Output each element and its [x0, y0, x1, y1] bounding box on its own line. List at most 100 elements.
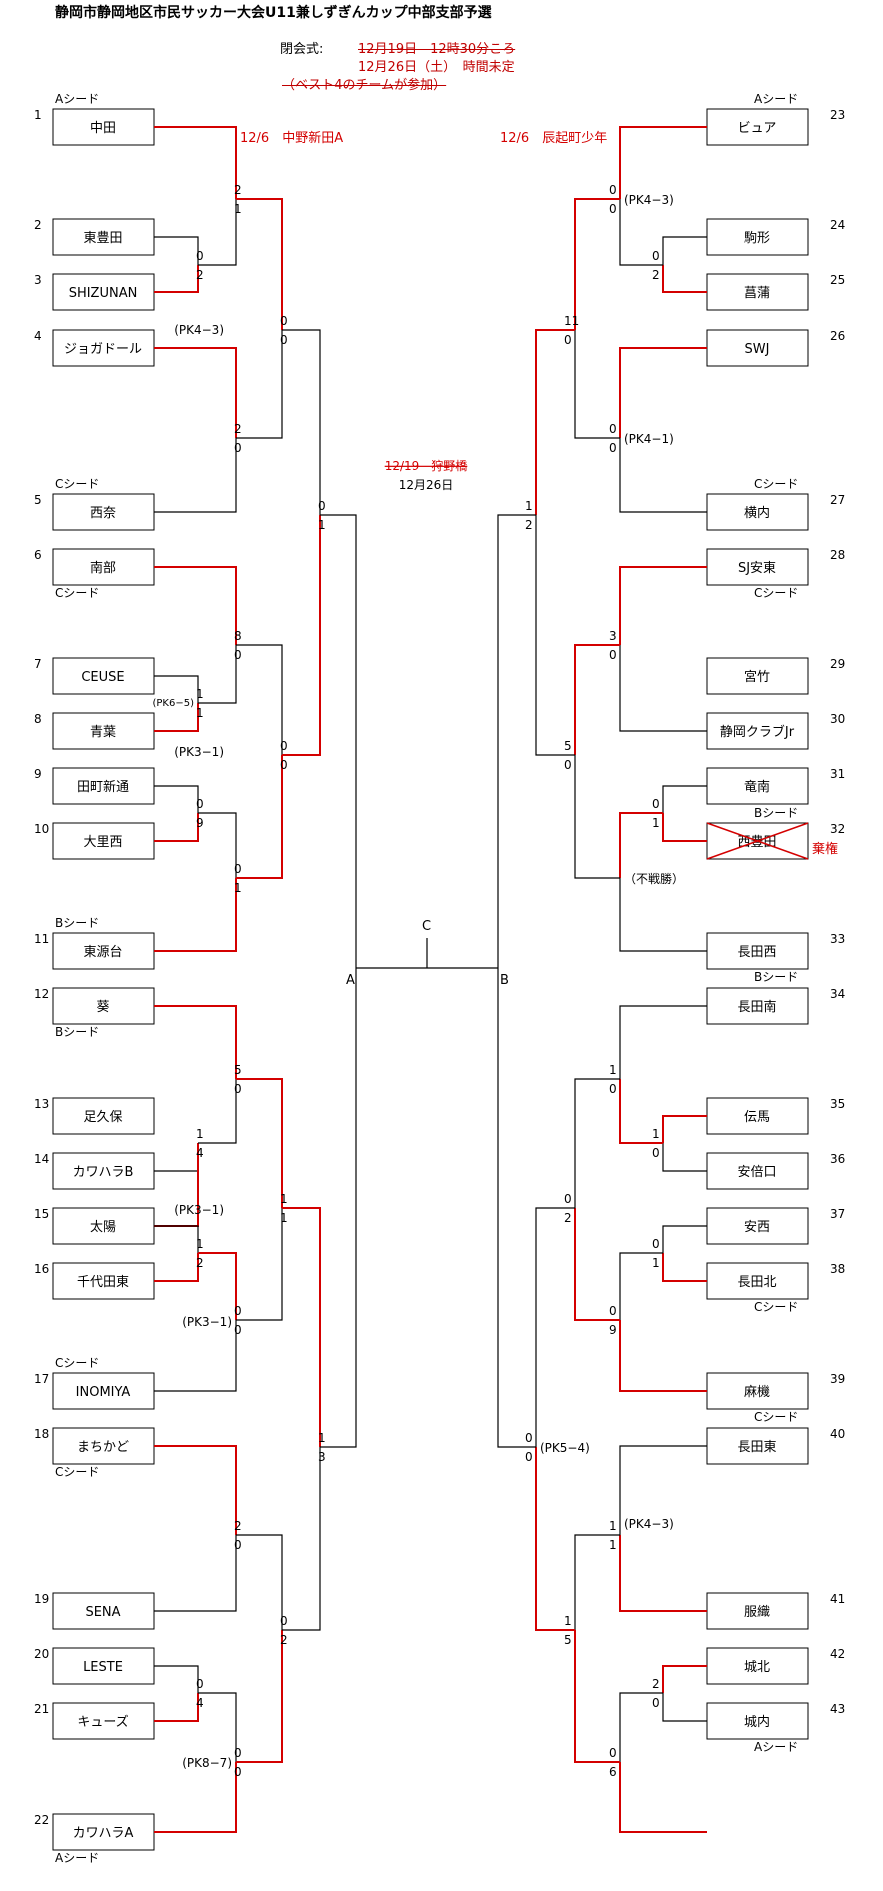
l-r2h-bot [154, 1762, 237, 1833]
score-bottom: 0 [234, 1538, 242, 1552]
team-number: 19 [34, 1592, 49, 1606]
team-box [706, 1262, 809, 1300]
r-r2e-top [619, 1005, 707, 1079]
l-r2b-top [154, 347, 237, 438]
score-bottom: 9 [196, 816, 204, 830]
team-name: 東源台 [83, 944, 122, 960]
r-r3c-top [574, 1078, 620, 1208]
team-box [52, 1647, 155, 1685]
score-bottom: 6 [609, 1765, 617, 1779]
team-name: 千代田東 [77, 1274, 129, 1290]
team-box [52, 712, 155, 750]
l-r1b-bot [154, 703, 199, 732]
l-r1a-bot [154, 265, 199, 293]
score-bottom: 0 [280, 333, 288, 347]
l-r3b-bot [236, 755, 283, 879]
team-name: 城北 [744, 1660, 770, 1675]
score-top: 0 [280, 739, 288, 753]
team-name: 安倍口 [737, 1165, 776, 1180]
team-name: 長田西 [737, 945, 776, 960]
score-top: 1 [652, 1127, 660, 1141]
r-r3b-top [574, 644, 620, 755]
team-name: 城内 [744, 1714, 770, 1730]
closing-new-date: 12月26日（土） 時間未定 [358, 60, 515, 75]
r-r2d-bot [619, 878, 707, 952]
l-r1b-top [154, 675, 199, 703]
l-r2b-bot [154, 438, 237, 513]
score-bottom: 1 [609, 1538, 617, 1552]
team-box [52, 273, 155, 311]
team-box [52, 218, 155, 256]
r-r2h-top [619, 1692, 663, 1762]
team-name: 駒形 [744, 231, 770, 246]
score-bottom: 1 [234, 881, 242, 895]
score-top: 1 [525, 499, 533, 513]
pk-note: (PK5−4) [540, 1441, 590, 1455]
l-r3c-top [236, 1078, 283, 1208]
seed-label: Cシード [754, 586, 798, 600]
team-number: 8 [34, 712, 42, 726]
r-r3d-top [574, 1534, 620, 1630]
l-r3a-bot [236, 330, 283, 439]
r-r1a-top [662, 236, 707, 265]
score-top: 0 [652, 797, 660, 811]
score-top: 0 [609, 1304, 617, 1318]
match-date-left: 12/6 中野新田A [240, 130, 343, 146]
team-number: 2 [34, 218, 42, 232]
score-bottom: 0 [234, 1082, 242, 1096]
team-number: 15 [34, 1207, 49, 1221]
team-box [52, 108, 155, 146]
score-bottom: 0 [234, 1765, 242, 1779]
r-r2b-bot [619, 438, 707, 513]
score-top: 1 [196, 687, 204, 701]
team-box [52, 1097, 155, 1135]
l-r3d-top [236, 1534, 283, 1630]
team-box [52, 1592, 155, 1630]
team-name: 青葉 [90, 725, 116, 740]
r-r3a-top [574, 198, 620, 330]
score-top: 1 [280, 1192, 288, 1206]
team-box [52, 1372, 155, 1410]
team-number: 29 [830, 657, 845, 671]
team-number: 12 [34, 987, 49, 1001]
score-top: 1 [318, 1431, 326, 1445]
team-box [706, 493, 809, 531]
score-bottom: 2 [280, 1633, 288, 1647]
score-top: 0 [196, 1677, 204, 1691]
team-name: 西奈 [90, 506, 116, 521]
team-name: CEUSE [81, 670, 124, 685]
r-r2g-top [619, 1445, 707, 1535]
match-date-right: 12/6 辰起町少年 [500, 131, 607, 146]
r-semi-bot [497, 968, 536, 1448]
forfeit-cross [706, 822, 809, 860]
score-top: 0 [234, 1304, 242, 1318]
r-r1c-bot [662, 1143, 707, 1172]
team-name: 安西 [744, 1220, 770, 1235]
team-box [706, 932, 809, 970]
l-r2g-top [154, 1445, 237, 1535]
l-r1e-top [154, 1225, 199, 1253]
seed-label: Cシード [55, 1465, 99, 1479]
l-semi-bot [320, 968, 357, 1448]
forfeit-label: 棄権 [812, 841, 838, 857]
score-top: 0 [196, 797, 204, 811]
r-r1d-bot [662, 1253, 707, 1282]
score-bottom: 2 [196, 268, 204, 282]
team-number: 38 [830, 1262, 845, 1276]
team-number: 1 [34, 108, 42, 122]
final-label-a: A [346, 973, 355, 988]
score-bottom: 0 [564, 758, 572, 772]
team-box [52, 932, 155, 970]
score-bottom: 1 [318, 518, 326, 532]
score-top: 5 [564, 739, 572, 753]
team-box [706, 548, 809, 586]
r-r3a-bot [574, 330, 620, 439]
score-top: 0 [525, 1431, 533, 1445]
score-bottom: 0 [564, 333, 572, 347]
l-r3a-top [236, 198, 283, 330]
score-bottom: 0 [280, 758, 288, 772]
score-bottom: 0 [652, 1146, 660, 1160]
team-name: 葵 [96, 1000, 109, 1015]
score-bottom: 1 [196, 706, 204, 720]
l-r4a-bot [282, 515, 321, 756]
